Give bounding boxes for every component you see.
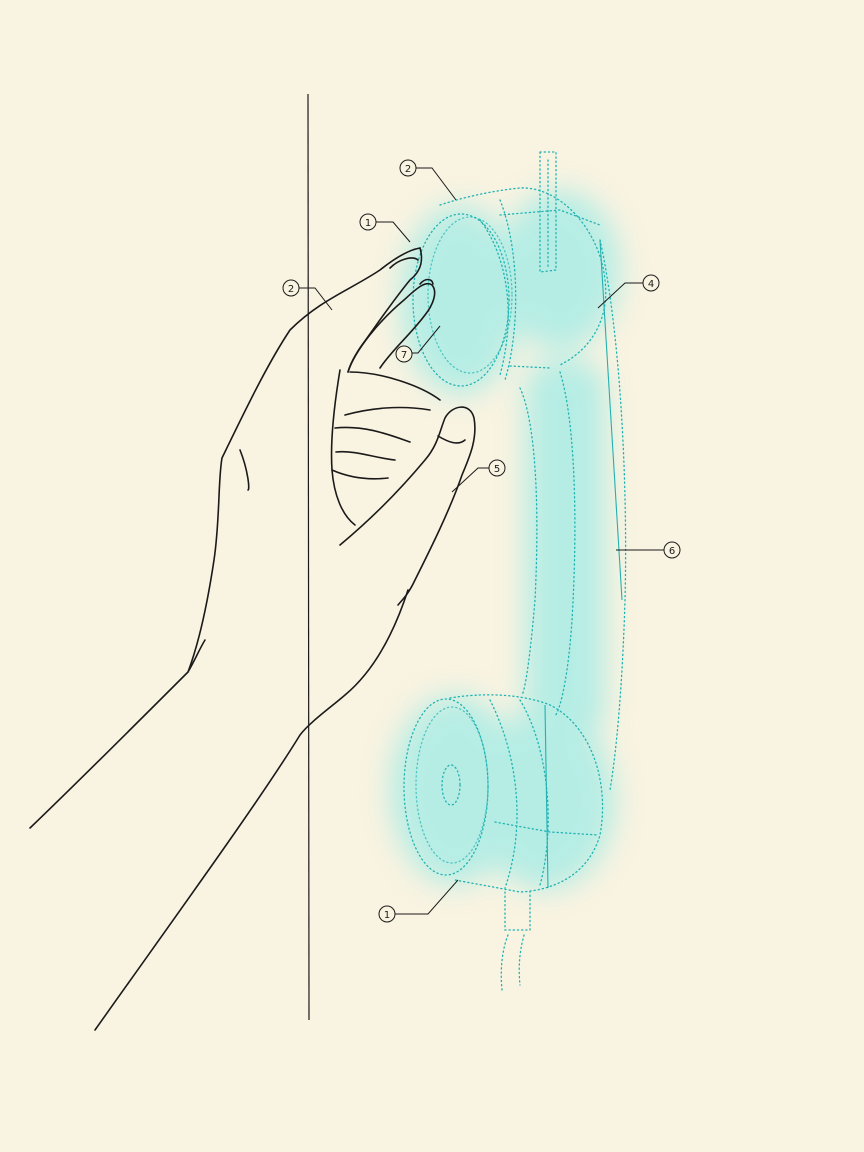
telephone-handset: [403, 151, 627, 991]
callout-1-top-label: 1: [365, 218, 371, 229]
callout-5-label: 5: [494, 464, 500, 475]
callout-6: 6: [616, 541, 681, 559]
callout-4: 4: [597, 274, 660, 309]
callout-1-top: 1: [359, 213, 411, 243]
handset-glow: [390, 190, 620, 890]
callout-4-label: 4: [648, 279, 654, 290]
callout-2-top-label: 2: [405, 164, 411, 175]
callout-6-label: 6: [669, 546, 675, 557]
callout-2-left: 2: [282, 279, 333, 311]
callout-5: 5: [451, 459, 506, 493]
mouthpiece-grille: [441, 764, 461, 806]
callout-2-left-label: 2: [288, 284, 294, 295]
callout-7: 7: [395, 325, 441, 363]
callout-1-bottom: 1: [378, 879, 459, 923]
mouthpiece-face: [403, 698, 489, 876]
callout-2-top: 2: [399, 159, 457, 201]
hand-drawing: [29, 247, 476, 1031]
wall-edge-line: [307, 93, 310, 1021]
callout-7-label: 7: [401, 350, 407, 361]
callout-1-bottom-label: 1: [384, 910, 390, 921]
handset-cord: [504, 891, 531, 931]
earpiece-face: [412, 213, 510, 387]
